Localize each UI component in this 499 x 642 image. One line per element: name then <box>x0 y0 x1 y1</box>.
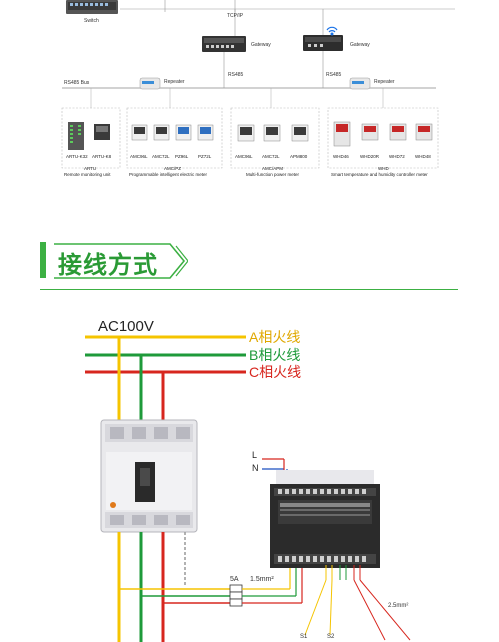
repeater-right-device <box>349 77 371 90</box>
gateway-right-device <box>303 35 343 51</box>
phase-a-label: A相火线 <box>249 329 300 345</box>
group-3-device-1: WHD20R <box>360 154 380 159</box>
device-controller <box>389 123 407 141</box>
ac-label: AC100V <box>98 318 154 335</box>
ac-prefix: AC <box>98 318 119 335</box>
rs485-right-label: RS485 <box>326 72 342 78</box>
rs485-bus-label: RS485 Bus <box>64 80 90 86</box>
group-0-subtitle: Remote monitoring unit <box>64 172 111 177</box>
phase-b-label: B相火线 <box>249 347 300 363</box>
s2-label: S2 <box>327 634 335 640</box>
group-0-title: ARTU <box>84 166 96 171</box>
group-3-device-3: WHD48 <box>415 154 431 159</box>
device-controller <box>361 123 379 141</box>
repeater-left-device <box>139 77 161 90</box>
group-1-subtitle: Programmable intelligent electric meter <box>129 172 208 177</box>
group-3-title: WHD <box>378 166 389 171</box>
circuit-breaker <box>100 419 198 533</box>
group-1-device-3: PZ72L <box>198 154 212 159</box>
fuse <box>229 584 243 593</box>
l-label: L <box>252 450 257 460</box>
fuse <box>229 591 243 600</box>
gateway-right-label: Gateway <box>350 42 370 48</box>
group-1-title: AMC/PZ <box>164 166 181 171</box>
gateway-left-device <box>202 36 246 52</box>
group-box-whd <box>327 107 439 169</box>
fuse <box>229 598 243 607</box>
group-box-artu <box>61 107 121 169</box>
device-meter <box>175 124 192 141</box>
group-2-device-1: AMC72L <box>262 154 280 159</box>
group-3-device-2: WHD72 <box>389 154 405 159</box>
device-meter <box>237 124 255 142</box>
device-meter <box>263 124 281 142</box>
group-0-device-0: ARTU-K32 <box>66 154 88 159</box>
switch-label: Switch <box>84 18 99 24</box>
group-2-subtitle: Multi-function power meter <box>246 172 300 177</box>
gateway-left-label: Gateway <box>251 42 271 48</box>
group-1-device-1: AMC72L <box>152 154 170 159</box>
group-2-device-0: AMC96L <box>235 154 253 159</box>
wire-size-large: 2.5mm² <box>388 603 408 609</box>
section-heading-frame <box>54 243 188 279</box>
repeater-left-label: Repeater <box>164 79 185 85</box>
device-controller <box>415 123 433 141</box>
device-controller <box>333 121 351 147</box>
group-3-device-0: WHD46 <box>333 154 349 159</box>
device-artu-k8 <box>94 124 110 140</box>
group-2-title: AMC/APM <box>262 166 283 171</box>
device-artu-k32 <box>68 122 84 150</box>
group-2-device-2: APM800 <box>290 154 308 159</box>
phase-c-label: C相火线 <box>249 364 301 380</box>
device-meter <box>131 124 148 141</box>
device-meter <box>153 124 170 141</box>
fuse-label: 5A <box>230 576 239 583</box>
group-1-device-0: AMC96L <box>130 154 148 159</box>
power-meter-module <box>270 470 380 568</box>
group-box-amc-apm <box>230 107 320 169</box>
group-box-amc-pz <box>126 107 223 169</box>
section-title: 接线方式 <box>58 251 158 279</box>
ac-value: 100V <box>119 318 154 335</box>
device-meter <box>291 124 309 142</box>
section-divider <box>40 289 458 290</box>
group-1-device-2: PZ96L <box>175 154 189 159</box>
wifi-icon <box>326 26 338 36</box>
n-label: N <box>252 463 259 473</box>
group-3-subtitle: Smart temperature and humidity controlle… <box>331 172 428 177</box>
wire-size-small: 1.5mm² <box>250 576 274 583</box>
rs485-left-label: RS485 <box>228 72 244 78</box>
group-0-device-1: ARTU-K8 <box>92 154 112 159</box>
device-meter <box>197 124 214 141</box>
repeater-right-label: Repeater <box>374 79 395 85</box>
tcpip-label: TCP/IP <box>227 13 244 19</box>
section-heading-bar <box>40 242 46 278</box>
s1-label: S1 <box>300 634 308 640</box>
switch-device <box>66 0 118 14</box>
